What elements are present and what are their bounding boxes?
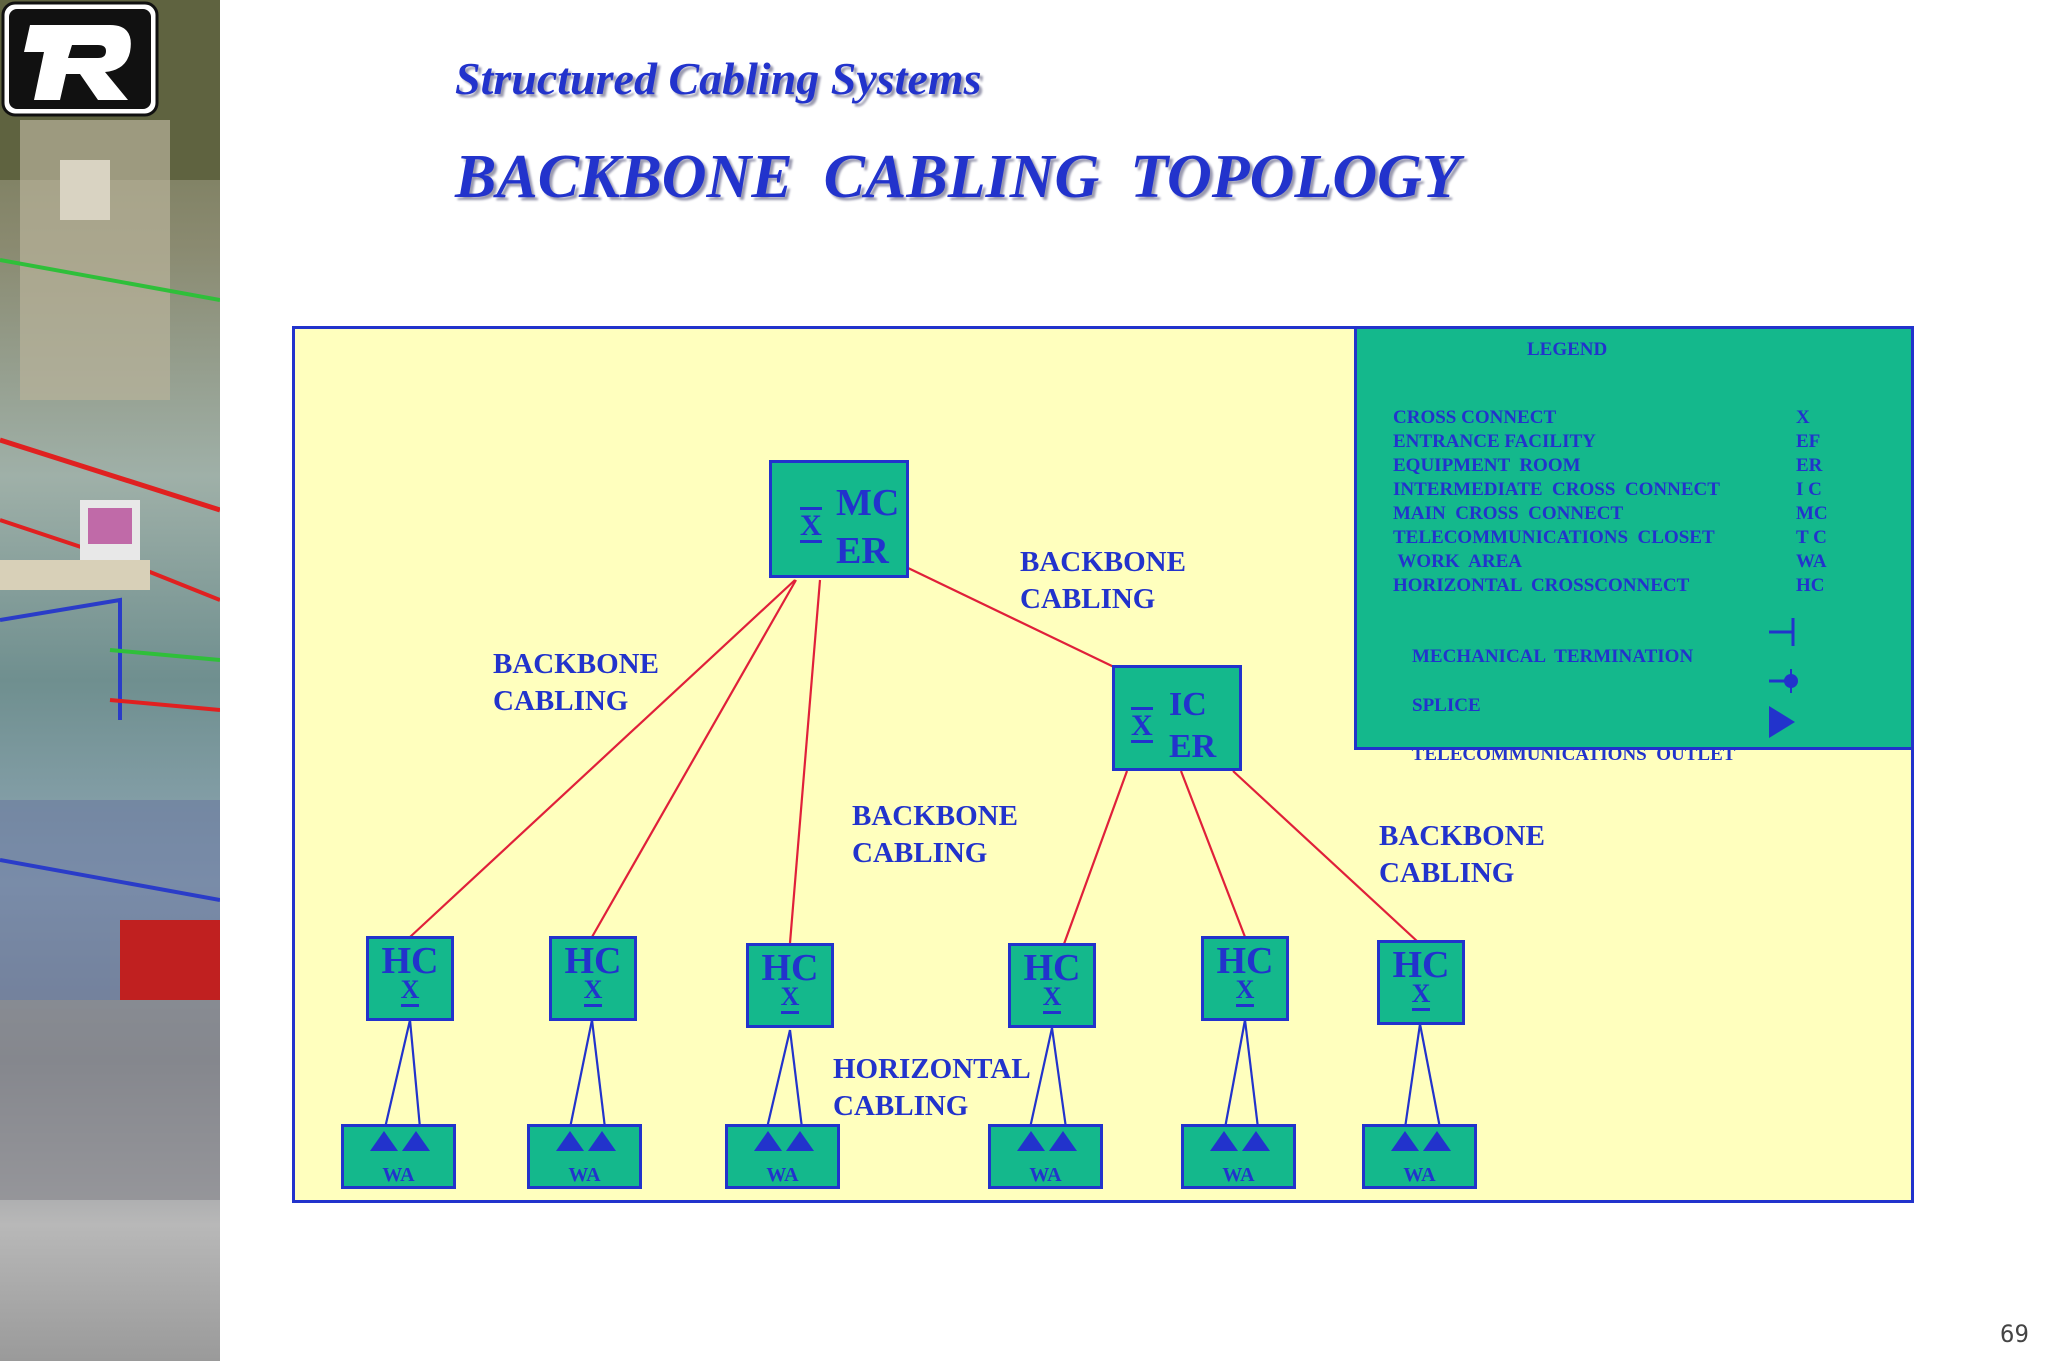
- cross-connect-symbol: X: [800, 507, 822, 543]
- outlet-triangle-icon: [556, 1131, 616, 1151]
- er-label: ER: [1169, 728, 1217, 765]
- mechanical-termination-icon: [1769, 618, 1795, 646]
- cross-connect-symbol: X: [749, 982, 831, 1014]
- legend-symbol-row: TELECOMMUNICATIONS OUTLET: [1393, 706, 1795, 810]
- wa-node: WA: [988, 1124, 1103, 1189]
- wa-node: WA: [1362, 1124, 1477, 1189]
- wa-label: WA: [1029, 1164, 1062, 1186]
- hc-label: HC: [761, 947, 819, 989]
- hc-label: HC: [1392, 944, 1450, 986]
- outlet-triangle-icon: [1017, 1131, 1077, 1151]
- hc-node: HC X: [746, 943, 834, 1028]
- legend-symbol-row: SPLICE: [1393, 669, 1798, 761]
- side-decor-image: [0, 0, 220, 1361]
- wa-label: WA: [1222, 1164, 1255, 1186]
- hc-label: HC: [381, 940, 439, 982]
- ic-label: IC: [1169, 686, 1207, 723]
- wa-label: WA: [766, 1164, 799, 1186]
- horizontal-cables: [383, 1019, 1442, 1129]
- outlet-triangle-icon: [1769, 706, 1795, 738]
- cross-connect-symbol: X: [369, 975, 451, 1007]
- outlet-triangle-icon: [1210, 1131, 1270, 1151]
- wa-label: WA: [568, 1164, 601, 1186]
- slide-subtitle: Structured Cabling Systems: [455, 53, 982, 104]
- legend-title: LEGEND: [1527, 339, 1608, 360]
- wa-node: WA: [1181, 1124, 1296, 1189]
- outlet-triangle-icon: [1391, 1131, 1451, 1151]
- legend-symbol-row: MECHANICAL TERMINATION: [1393, 618, 1795, 712]
- company-logo: [1, 1, 159, 117]
- cross-connect-symbol: X: [1380, 979, 1462, 1011]
- wa-label: WA: [1403, 1164, 1436, 1186]
- wa-label: WA: [382, 1164, 415, 1186]
- cross-connect-symbol: X: [1131, 707, 1153, 743]
- hc-node: HC X: [1201, 936, 1289, 1021]
- hc-node: HC X: [549, 936, 637, 1021]
- er-label: ER: [836, 530, 889, 572]
- hc-label: HC: [1023, 947, 1081, 989]
- page-number: 69: [2000, 1320, 2029, 1348]
- outlet-triangle-icon: [370, 1131, 430, 1151]
- cross-connect-symbol: X: [552, 975, 634, 1007]
- mc-label: MC: [836, 482, 900, 524]
- hc-node: HC X: [366, 936, 454, 1021]
- ic-er-node: X IC ER: [1112, 665, 1242, 771]
- splice-icon: [1769, 669, 1798, 693]
- wa-node: WA: [527, 1124, 642, 1189]
- cross-connect-symbol: X: [1011, 982, 1093, 1014]
- hc-node: HC X: [1377, 940, 1465, 1025]
- wa-node: WA: [341, 1124, 456, 1189]
- backbone-cables: [409, 566, 1419, 945]
- hc-label: HC: [1216, 940, 1274, 982]
- mc-er-node: X MC ER: [769, 460, 909, 578]
- outlet-triangle-icon: [754, 1131, 814, 1151]
- slide-title: BACKBONE CABLING TOPOLOGY: [455, 143, 1460, 211]
- cross-connect-symbol: X: [1204, 975, 1286, 1007]
- hc-label: HC: [564, 940, 622, 982]
- wa-node: WA: [725, 1124, 840, 1189]
- hc-node: HC X: [1008, 943, 1096, 1028]
